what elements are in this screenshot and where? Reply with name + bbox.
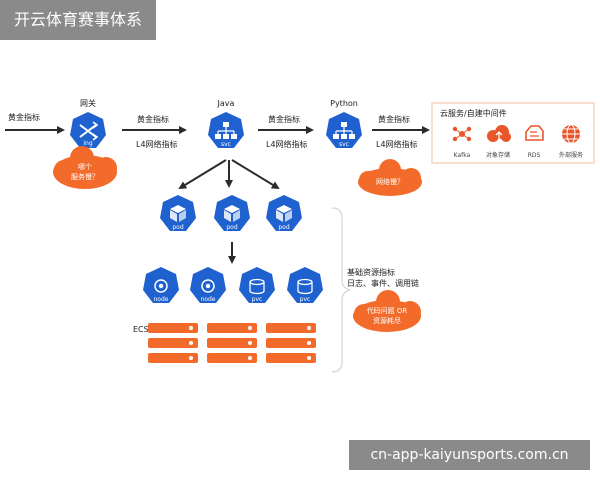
python-badge: svc: [339, 141, 349, 148]
pod-label-3: pod: [278, 224, 289, 231]
python-title: Python: [330, 99, 358, 108]
infra-cloud-line1: 代码问题 OR: [367, 306, 408, 315]
edge3-bottom-label: L4网络指标: [376, 139, 418, 149]
gateway-cloud-line2: 服务慢？: [71, 172, 99, 181]
edge2-bottom-label: L4网络指标: [266, 139, 308, 149]
pvc-label-2: pvc: [300, 296, 311, 303]
pod-label-1: pod: [172, 224, 183, 231]
external-service-icon[interactable]: [562, 124, 580, 144]
ecs-label: ECS: [133, 325, 149, 334]
edge1-top-label: 黄金指标: [137, 114, 169, 124]
page-title: 开云体育赛事体系: [0, 0, 156, 40]
node-label-1: node: [154, 296, 169, 303]
infra-cloud-line2: 资源耗尽: [373, 316, 401, 325]
edge3-top-label: 黄金指标: [378, 114, 410, 124]
cloud-services-title: 云服务/自建中间件: [440, 108, 507, 118]
rds-icon[interactable]: [525, 125, 544, 141]
pvc-label-1: pvc: [252, 296, 263, 303]
pod-label-2: pod: [226, 224, 237, 231]
infra-bracket: [331, 207, 351, 373]
java-pod-arrow-right: [231, 159, 280, 190]
node-icon-1[interactable]: [143, 267, 179, 303]
cloud-service-label-rds: RDS: [528, 152, 541, 159]
pvc-icon-2[interactable]: [287, 267, 323, 303]
left-metric-label: 黄金指标: [8, 112, 40, 122]
gateway-badge: ing: [83, 140, 92, 147]
edge2-top-label: 黄金指标: [268, 114, 300, 124]
infra-line1: 基础资源指标: [347, 267, 395, 277]
gateway-cloud-line1: 哪个: [78, 162, 92, 171]
cloud-service-label-object-storage: 对象存储: [486, 151, 510, 159]
infra-line2: 日志、事件、调用链: [347, 278, 419, 288]
ecs-server-stack-3[interactable]: [266, 323, 316, 363]
python-alert-cloud: 网络慢？: [358, 159, 422, 196]
python-cloud-text: 网络慢？: [376, 177, 404, 186]
ecs-server-stack-2[interactable]: [207, 323, 257, 363]
pvc-icon-1[interactable]: [239, 267, 275, 303]
cloud-service-label-external: 外部服务: [559, 151, 583, 159]
java-pod-arrow-left: [178, 159, 227, 190]
gateway-alert-cloud: 哪个 服务慢？: [53, 146, 117, 189]
cloud-service-label-kafka: Kafka: [454, 152, 471, 159]
cloud-services-box: 云服务/自建中间件 Kafka 对象存储 RDS 外部服务: [431, 102, 595, 164]
object-storage-icon[interactable]: [487, 125, 511, 142]
gateway-icon[interactable]: [70, 112, 106, 148]
node-label-2: node: [201, 296, 216, 303]
kafka-icon[interactable]: [452, 126, 472, 142]
java-title: Java: [217, 99, 235, 108]
infra-alert-cloud: 代码问题 OR 资源耗尽: [353, 290, 421, 332]
node-icon-2[interactable]: [190, 267, 226, 303]
ecs-server-stack-1[interactable]: [148, 323, 198, 363]
java-badge: svc: [221, 141, 231, 148]
watermark: cn-app-kaiyunsports.com.cn: [349, 440, 590, 470]
edge1-bottom-label: L4网络指标: [136, 139, 178, 149]
gateway-title: 网关: [80, 98, 96, 108]
